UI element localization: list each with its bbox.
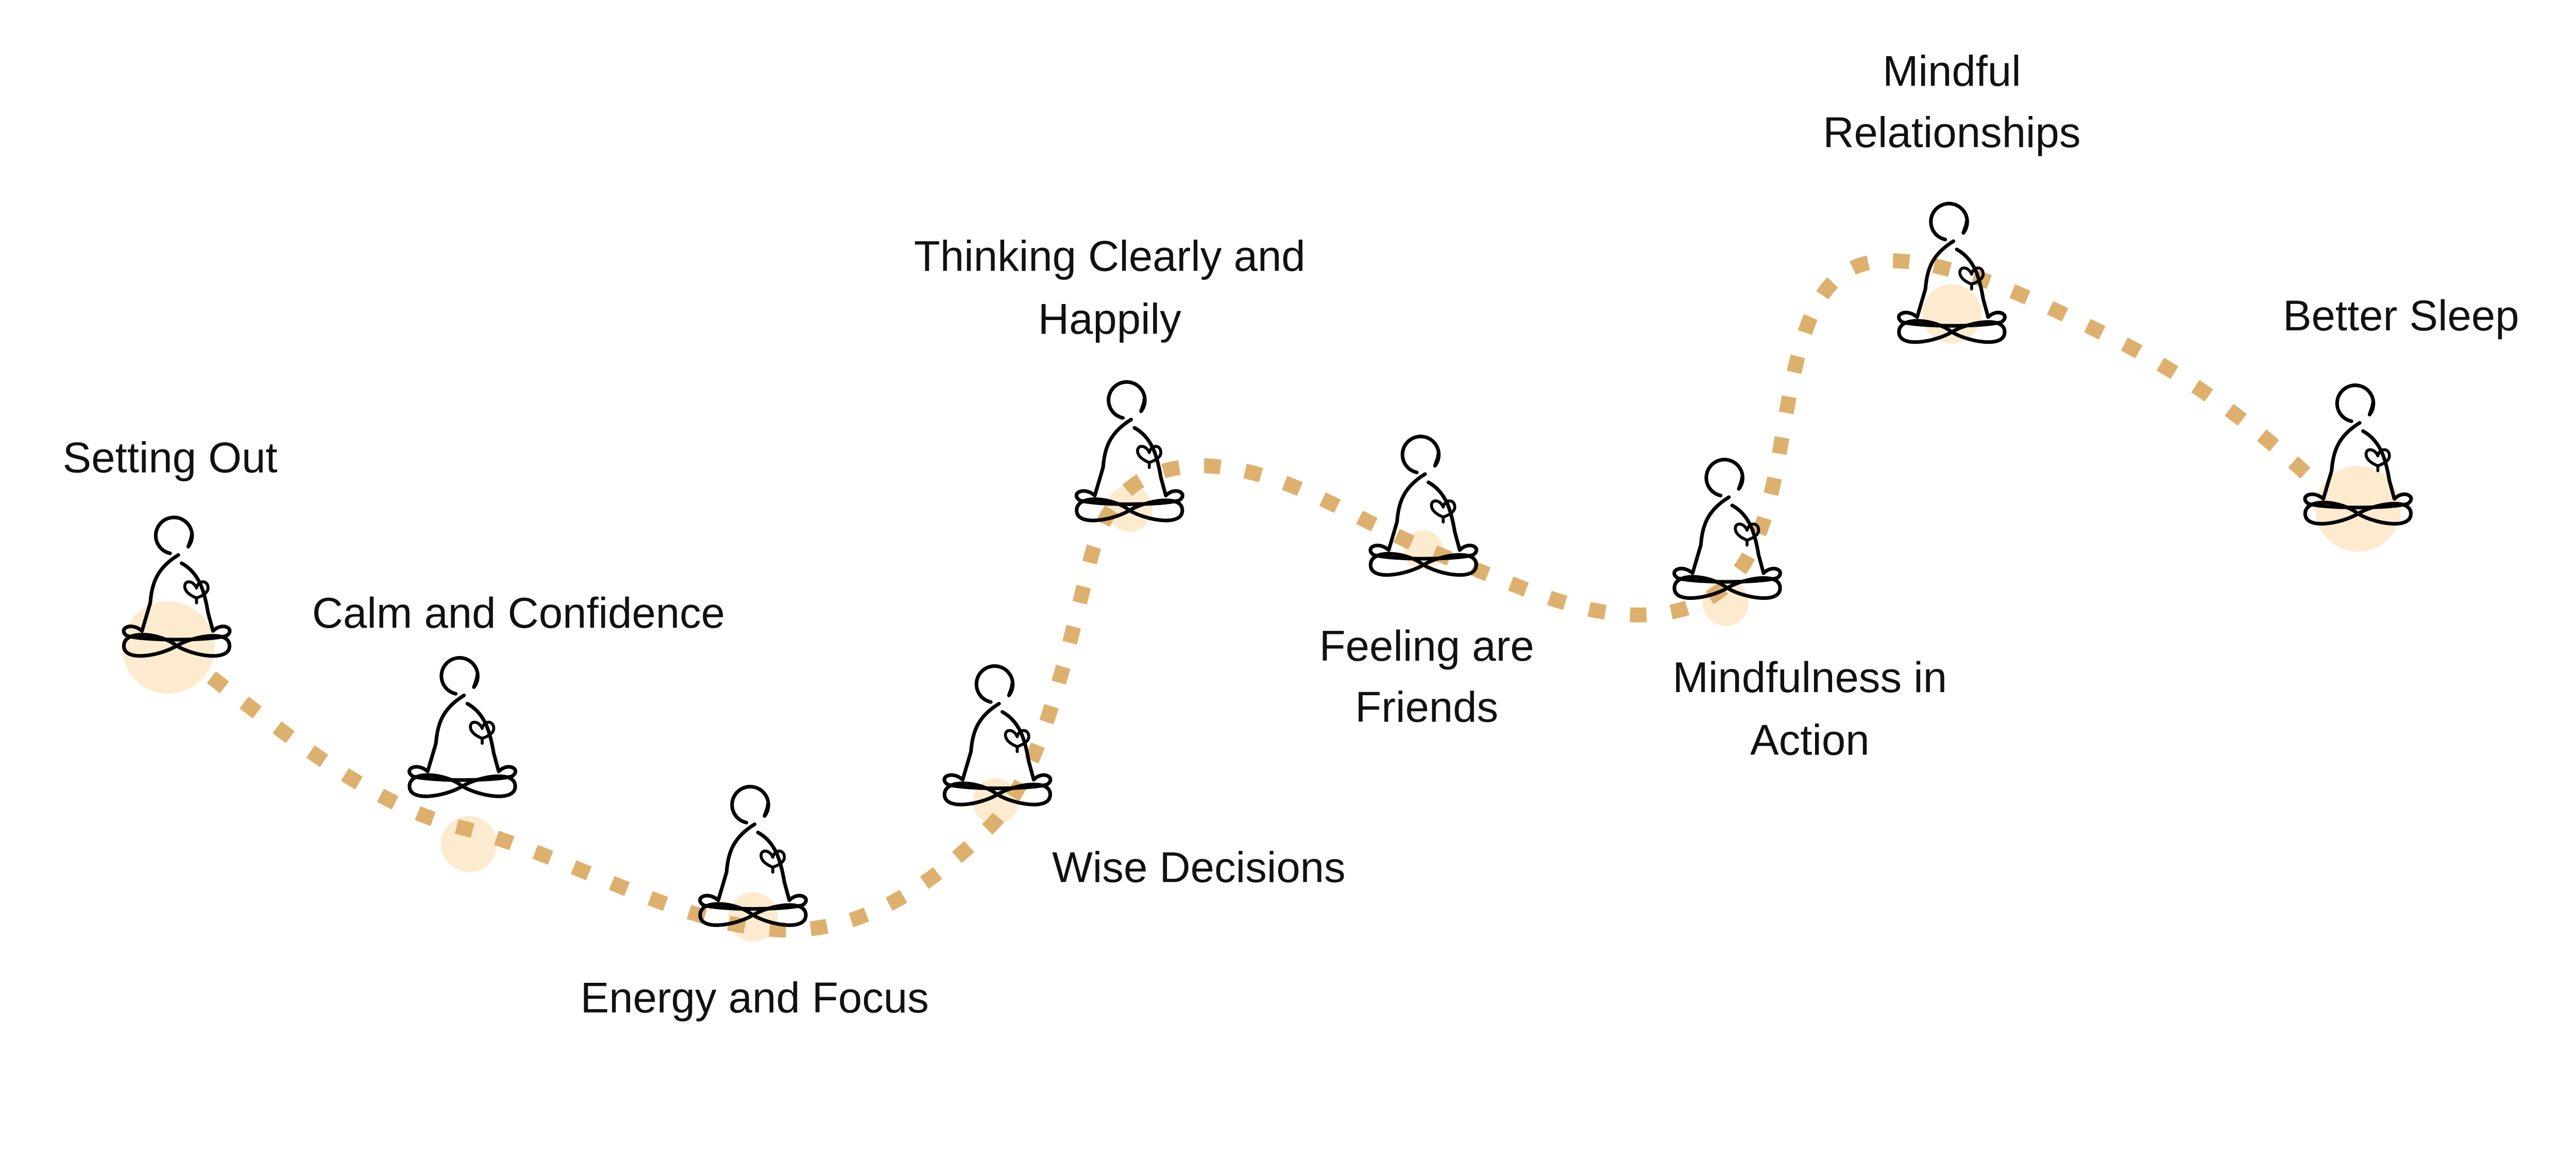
label-energy-and-focus: Energy and Focus <box>581 974 929 1022</box>
label-wise-decisions: Wise Decisions <box>1052 844 1346 892</box>
halo-circle <box>122 601 215 694</box>
meditating-figure-icon <box>410 658 516 796</box>
label-thinking-clearly-line2: Happily <box>1038 295 1181 343</box>
label-mindful-relationships-line1: Mindful <box>1883 47 2021 95</box>
halo-circle <box>1922 284 1982 344</box>
journey-dotted-path <box>207 253 2317 938</box>
label-feeling-friends-line1: Feeling are <box>1319 622 1534 670</box>
mindfulness-journey-diagram: Setting Out Calm and Confidence Energy a… <box>63 47 2519 1022</box>
label-better-sleep: Better Sleep <box>2283 292 2519 340</box>
label-mindful-relationships-line2: Relationships <box>1823 108 2080 156</box>
label-calm-and-confidence: Calm and Confidence <box>312 589 725 637</box>
labels: Setting Out Calm and Confidence Energy a… <box>63 47 2519 1022</box>
label-setting-out: Setting Out <box>63 434 278 482</box>
label-feeling-friends-line2: Friends <box>1355 683 1498 731</box>
label-mindfulness-action-line1: Mindfulness in <box>1672 653 1947 701</box>
label-thinking-clearly-line1: Thinking Clearly and <box>914 232 1306 280</box>
halo-circle <box>440 816 497 872</box>
label-mindfulness-action-line2: Action <box>1750 716 1870 764</box>
